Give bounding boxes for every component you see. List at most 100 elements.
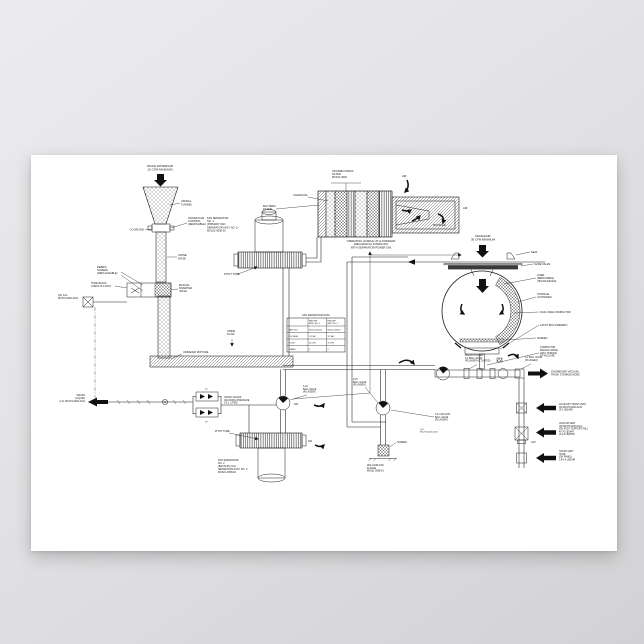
manifold-body <box>434 369 521 378</box>
separator-base <box>237 251 303 269</box>
dual-vane-label: DUAL VANE COMPACTOR <box>540 311 571 314</box>
urine-channel <box>157 295 171 359</box>
trash-vent-arrow <box>536 453 556 463</box>
seal-qd-label: QD, G.D.MC276-0020-2102 <box>58 294 79 300</box>
overboard-flow-arrow <box>528 368 548 379</box>
ball-valve-1-2-label: 1-2 BALL VALVE(PLUNGER) <box>525 356 543 362</box>
separator-cylinder <box>254 219 284 253</box>
leader-line <box>503 277 537 285</box>
trough-to-separator-pipe <box>282 268 290 356</box>
qd-x-mark <box>163 400 167 404</box>
leader-line <box>513 311 540 314</box>
leader-line <box>486 352 540 366</box>
cylinder-cap <box>261 211 277 221</box>
valve-riser-pipe <box>380 369 386 445</box>
leader-line <box>170 353 183 360</box>
urine-trough <box>149 355 294 368</box>
muffler-label: MUFFLER <box>433 223 446 227</box>
table-frame <box>286 317 346 353</box>
cylinder-cap-top <box>261 209 277 215</box>
air-label: AIR <box>294 403 298 406</box>
check-valve <box>195 407 219 418</box>
air-flow-arrow <box>401 209 413 215</box>
waste-qd-label: WASTE(LIQUID)G.D. MC276-0020-2104 <box>59 394 85 403</box>
flange-cap <box>301 253 307 267</box>
flange-cap <box>233 253 239 267</box>
table-cell: 3 <box>309 349 310 351</box>
table-row-name: PHASE <box>289 348 297 351</box>
qd-x-mark <box>516 402 527 414</box>
vent-column-pipe <box>518 378 525 468</box>
waste-line-ticks <box>116 399 187 405</box>
slide-valve-arrow <box>408 259 415 265</box>
inlet-flow-arrow <box>154 174 167 187</box>
leader-line <box>289 394 308 401</box>
air-flow-arrow <box>313 402 325 409</box>
leader-line <box>170 222 188 229</box>
leader-line <box>275 204 320 210</box>
flange-cap <box>301 434 307 447</box>
leader-line <box>120 271 144 292</box>
valve-wedge <box>278 396 288 403</box>
ball-valve <box>375 400 391 416</box>
separator-to-filter-pipe <box>306 237 322 263</box>
check-valve-poppet <box>200 410 205 415</box>
qd-symbol <box>516 402 527 414</box>
separator-cylinder <box>257 447 286 479</box>
filter-band <box>378 190 393 238</box>
qd-x-mark <box>514 426 529 441</box>
waste-flow-arrow <box>88 397 108 407</box>
pitot-tube-label: PITOT TUBE <box>215 430 230 433</box>
inlet-neck <box>470 269 494 277</box>
table-cell: MC621-0058-02 <box>328 330 341 332</box>
table-grid <box>287 318 345 352</box>
filter-band <box>354 190 368 238</box>
leader-line <box>307 196 329 202</box>
commode-bowl <box>441 270 523 352</box>
operating-handle-label: OPERATING HANDLE UP & FORWARD(MECHANICAL… <box>347 239 396 249</box>
coupling-label: COUPLING <box>129 228 144 232</box>
cap-fitting <box>517 439 526 444</box>
pinch-valve <box>489 368 496 379</box>
table-row-name: FLOW <box>289 343 295 345</box>
qd-x-mark <box>82 296 94 308</box>
coupling-fitting <box>151 223 171 233</box>
test-point-label: TP <box>205 422 208 424</box>
leader-line <box>114 285 128 289</box>
aux-vent-arrow <box>536 403 556 413</box>
table-row-name: VOLTAGE <box>289 335 299 338</box>
filter-band <box>366 190 380 238</box>
pinch-valve <box>463 368 470 379</box>
manifold-supply-pipe <box>283 365 435 370</box>
table-cell: MC621-0058-01 <box>309 330 322 332</box>
air-label: AIR <box>463 206 468 210</box>
leader-line <box>517 296 537 303</box>
leader-line <box>520 263 534 267</box>
air-return-duct <box>346 256 408 428</box>
leader-line <box>170 288 179 291</box>
cylinder-top <box>254 215 284 225</box>
diverter-valve-body <box>154 282 172 298</box>
check-valve-poppet <box>200 394 205 399</box>
qd-1101-label: Q.D.MC276-0020-1101 <box>420 429 439 434</box>
filter-band <box>317 190 327 238</box>
table-cell: 115 VAC <box>309 335 317 338</box>
leader-line <box>237 266 258 275</box>
